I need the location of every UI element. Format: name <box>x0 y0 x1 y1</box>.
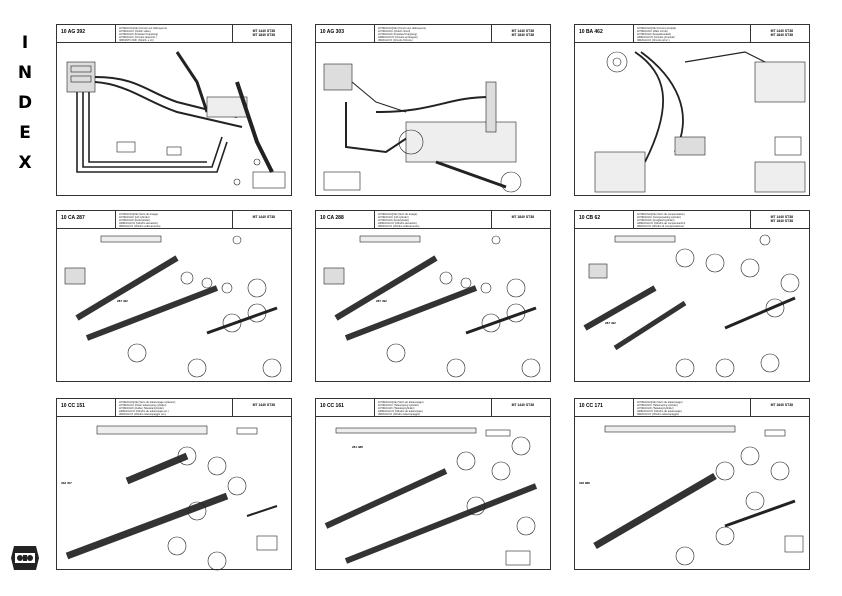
sheet-ref: 10 CB 62 <box>579 215 601 221</box>
sheet-10cc171[interactable]: 10 CC 171 HYDRAULIQUE (Vérin de télescop… <box>574 398 810 570</box>
cylinder-exploded-drawing <box>64 235 282 378</box>
index-letter: D <box>17 93 33 113</box>
index-letter: N <box>17 63 33 83</box>
part-callout: 287 492 <box>605 321 616 325</box>
cylinder-exploded-drawing <box>323 235 541 378</box>
cylinder-exploded-drawing <box>583 234 800 378</box>
sheet-desc: HYDRAULIQUE (Circuit vers débrayeurs)HYD… <box>378 27 426 42</box>
sheet-desc: HYDRAULIQUE (Vérin de télescopage extéri… <box>119 401 176 416</box>
sheet-code: MT 1440 ST38 <box>511 403 534 407</box>
index-letter: E <box>19 123 31 143</box>
sheet-desc: HYDRAULIQUE (Vérin de télescopage)HYDRAU… <box>637 401 683 416</box>
hydraulic-circuit-drawing <box>66 51 286 189</box>
sheet-10ag392[interactable]: 10 AG 392 HYDRAULIQUE (Circuit) voir déb… <box>56 24 292 196</box>
sheet-header: 10 AG 392 HYDRAULIQUE (Circuit) voir déb… <box>57 25 291 43</box>
sheet-ref: 10 CC 151 <box>61 403 85 409</box>
index-letter: I <box>21 33 29 53</box>
sheet-header: 10 CA 287 HYDRAULIQUE (Vérin de levage)H… <box>57 211 291 229</box>
part-callout: 287 492 <box>117 299 128 303</box>
sheet-10cc161[interactable]: 10 CC 161 HYDRAULIQUE (Vérin de télescop… <box>315 398 551 570</box>
sheet-10ba462[interactable]: 10 BA 462 HYDRAULIQUE (Circuit principal… <box>574 24 810 196</box>
sheet-header: 10 CC 151 HYDRAULIQUE (Vérin de télescop… <box>57 399 291 417</box>
sheet-10ca287[interactable]: 10 CA 287 HYDRAULIQUE (Vérin de levage)H… <box>56 210 292 382</box>
sheet-desc: HYDRAULIQUE (Vérin de levage)HYDRAULIC (… <box>119 213 161 228</box>
sheet-desc: HYDRAULIQUE (Circuit) voir débrayeurs)HY… <box>119 27 167 42</box>
part-callout: 287 492 <box>376 299 387 303</box>
telescoping-cylinder-drawing <box>593 425 804 566</box>
sheet-header: 10 CC 161 HYDRAULIQUE (Vérin de télescop… <box>316 399 550 417</box>
part-callout: 281 388 <box>352 445 363 449</box>
sheet-code: MT 1840 ST38 <box>770 403 793 407</box>
sheet-desc: HYDRAULIQUE (Vérin de télescopage)HYDRAU… <box>378 401 424 416</box>
brand-logo-icon <box>11 546 39 570</box>
sheet-ref: 10 CC 171 <box>579 403 603 409</box>
sheet-ref: 10 AG 392 <box>61 29 85 35</box>
sheet-10cc151[interactable]: 10 CC 151 HYDRAULIQUE (Vérin de télescop… <box>56 398 292 571</box>
hydraulic-circuit-drawing <box>323 63 522 193</box>
telescoping-cylinder-drawing <box>65 425 278 571</box>
sheet-ref: 10 BA 462 <box>579 29 603 35</box>
sheet-10ca288[interactable]: 10 CA 288 HYDRAULIQUE (Vérin de levage)H… <box>315 210 551 382</box>
sheet-header: 10 BA 462 HYDRAULIQUE (Circuit principal… <box>575 25 809 43</box>
sheet-ref: 10 CA 288 <box>320 215 344 221</box>
sheet-code: MT 1440 ST38 <box>252 215 275 219</box>
sheet-10cb62[interactable]: 10 CB 62 HYDRAULIQUE (Vérin de compensat… <box>574 210 810 382</box>
sheet-ref: 10 AG 303 <box>320 29 344 35</box>
sheet-ref: 10 CC 161 <box>320 403 344 409</box>
part-callout: 348 457 <box>61 481 72 485</box>
sheet-header: 10 AG 303 HYDRAULIQUE (Circuit vers débr… <box>316 25 550 43</box>
hydraulic-circuit-drawing <box>594 51 806 193</box>
sheet-10ag303[interactable]: 10 AG 303 HYDRAULIQUE (Circuit vers débr… <box>315 24 551 196</box>
part-callout: 348 988 <box>579 481 590 485</box>
sheet-ref: 10 CA 287 <box>61 215 85 221</box>
sheet-desc: HYDRAULIQUE (Vérin de compensation)HYDRA… <box>637 213 686 228</box>
sheet-desc: HYDRAULIQUE (Vérin de levage)HYDRAULIC (… <box>378 213 420 228</box>
telescoping-cylinder-drawing <box>324 427 538 566</box>
index-letter: X <box>18 153 32 173</box>
sheet-header: 10 CA 288 HYDRAULIQUE (Vérin de levage)H… <box>316 211 550 229</box>
sheet-desc: HYDRAULIQUE (Circuit principal)HYDRAULIC… <box>637 27 676 42</box>
sheet-code: MT 1840 ST38 <box>511 215 534 219</box>
sheet-header: 10 CC 171 HYDRAULIQUE (Vérin de télescop… <box>575 399 809 417</box>
index-title: I N D E X <box>14 28 36 178</box>
sheet-header: 10 CB 62 HYDRAULIQUE (Vérin de compensat… <box>575 211 809 229</box>
sheet-code: MT 1440 ST38 <box>252 403 275 407</box>
